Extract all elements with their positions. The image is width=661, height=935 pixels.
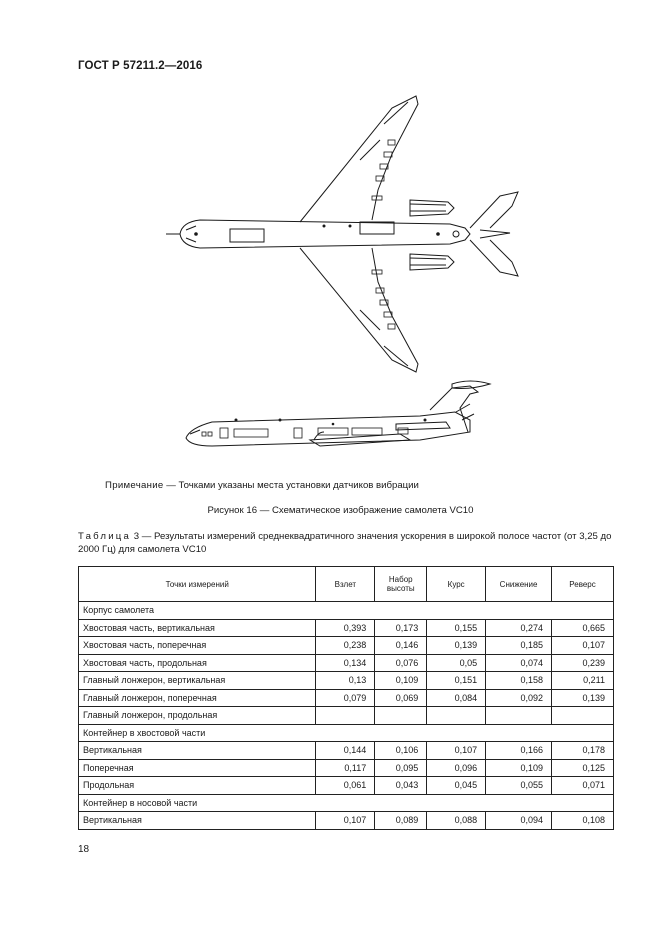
value-cell: 0,125 [551,758,614,777]
column-header: Курс [426,566,487,602]
value-cell: 0,13 [315,671,376,690]
value-cell: 0,074 [485,653,553,672]
row-label: Хвостовая часть, вертикальная [77,618,317,637]
value-cell: 0,055 [485,776,553,795]
value-cell: 0,069 [374,688,428,707]
row-label: Поперечная [77,758,317,777]
row-label: Главный лонжерон, поперечная [77,688,317,707]
value-cell: 0,071 [551,776,614,795]
value-cell [315,706,376,725]
row-label: Продольная [77,776,317,795]
document-header: ГОСТ Р 57211.2—2016 [78,60,203,72]
table-header-row: Точки измерений Взлет Набор высоты Курс … [77,566,614,602]
value-cell [374,706,428,725]
value-cell: 0,151 [426,671,487,690]
aircraft-schematic-figure [166,95,519,447]
value-cell: 0,043 [374,776,428,795]
group-label: Контейнер в хвостовой части [78,723,614,742]
value-cell: 0,094 [485,811,553,830]
value-cell: 0,178 [551,741,614,760]
column-header: Реверс [551,566,614,602]
value-cell: 0,109 [374,671,428,690]
page-number: 18 [78,844,90,855]
value-cell: 0,239 [551,653,614,672]
value-cell: 0,173 [374,618,428,637]
value-cell: 0,139 [551,688,614,707]
row-label: Вертикальная [77,811,317,830]
value-cell: 0,095 [374,758,428,777]
row-label: Хвостовая часть, продольная [77,653,317,672]
row-label: Главный лонжерон, вертикальная [77,671,317,690]
value-cell: 0,096 [426,758,487,777]
value-cell: 0,107 [426,741,487,760]
value-cell: 0,089 [374,811,428,830]
table-title: Таблица 3 — Результаты измерений среднек… [78,530,618,556]
value-cell: 0,117 [315,758,376,777]
figure-note: Примечание — Точками указаны места устан… [105,480,419,491]
note-label: Примечание [105,480,164,491]
table-group-row: Корпус самолета [78,601,614,620]
side-view-drawing [185,380,492,447]
value-cell: 0,238 [315,636,376,655]
results-table: Точки измерений Взлет Набор высоты Курс … [77,566,614,830]
row-label: Главный лонжерон, продольная [77,706,317,725]
figure-caption: Рисунок 16 — Схематическое изображение с… [207,505,474,516]
value-cell [485,706,553,725]
value-cell: 0,144 [315,741,376,760]
value-cell: 0,146 [374,636,428,655]
value-cell: 0,393 [315,618,376,637]
column-header: Точки измерений [77,566,317,602]
column-header: Снижение [485,566,553,602]
value-cell [551,706,614,725]
column-header: Взлет [315,566,376,602]
value-cell: 0,134 [315,653,376,672]
value-cell: 0,665 [551,618,614,637]
value-cell: 0,166 [485,741,553,760]
value-cell: 0,079 [315,688,376,707]
value-cell: 0,05 [426,653,487,672]
column-header: Набор высоты [374,566,428,602]
value-cell: 0,088 [426,811,487,830]
table-group-row: Контейнер в носовой части [78,793,614,812]
value-cell [426,706,487,725]
value-cell: 0,106 [374,741,428,760]
table-title-number: 3 [133,531,140,542]
table-group-row: Контейнер в хвостовой части [78,723,614,742]
value-cell: 0,155 [426,618,487,637]
group-label: Контейнер в носовой части [78,793,614,812]
value-cell: 0,185 [485,636,553,655]
table-title-word: Таблица [78,531,132,542]
value-cell: 0,107 [551,636,614,655]
value-cell: 0,109 [485,758,553,777]
value-cell: 0,084 [426,688,487,707]
value-cell: 0,107 [315,811,376,830]
value-cell: 0,211 [551,671,614,690]
value-cell: 0,139 [426,636,487,655]
top-view-drawing [166,95,519,373]
row-label: Хвостовая часть, поперечная [77,636,317,655]
table-title-text: — Результаты измерений среднеквадратично… [78,531,612,555]
group-label: Корпус самолета [78,601,614,620]
value-cell: 0,061 [315,776,376,795]
row-label: Вертикальная [77,741,317,760]
table-row: Главный лонжерон, продольная [77,706,614,725]
value-cell: 0,045 [426,776,487,795]
note-text: — Точками указаны места установки датчик… [166,480,419,491]
value-cell: 0,158 [485,671,553,690]
value-cell: 0,092 [485,688,553,707]
value-cell: 0,274 [485,618,553,637]
value-cell: 0,076 [374,653,428,672]
value-cell: 0,108 [551,811,614,830]
